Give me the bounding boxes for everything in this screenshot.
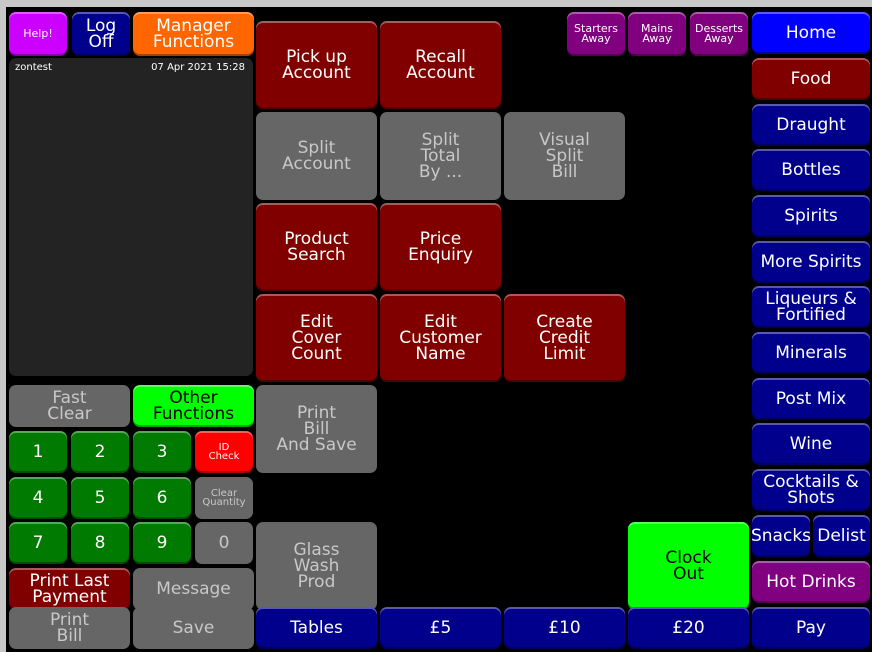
receipt-panel[interactable]: zontest 07 Apr 2021 15:28 — [9, 58, 253, 376]
category-cocktails-shots[interactable]: Cocktails & Shots — [752, 469, 870, 511]
key-7[interactable]: 7 — [9, 522, 67, 564]
edit-cover-count-button[interactable]: Edit Cover Count — [256, 294, 377, 382]
print-bill-button[interactable]: Print Bill — [9, 607, 130, 649]
log-off-button[interactable]: Log Off — [72, 12, 130, 56]
category-liqueurs-fortified[interactable]: Liqueurs & Fortified — [752, 286, 870, 328]
pay-button[interactable]: Pay — [752, 607, 870, 649]
mains-away-button[interactable]: Mains Away — [628, 12, 686, 56]
edit-customer-name-button[interactable]: Edit Customer Name — [380, 294, 501, 382]
id-check-button[interactable]: ID Check — [195, 431, 253, 473]
print-last-payment-button[interactable]: Print Last Payment — [9, 568, 130, 610]
category-post-mix[interactable]: Post Mix — [752, 378, 870, 420]
key-2[interactable]: 2 — [71, 431, 129, 473]
ten-pound-button[interactable]: £10 — [504, 607, 625, 649]
glass-wash-prod-button[interactable]: Glass Wash Prod — [256, 522, 377, 610]
category-spirits[interactable]: Spirits — [752, 195, 870, 237]
price-enquiry-button[interactable]: Price Enquiry — [380, 203, 501, 291]
tables-button[interactable]: Tables — [256, 607, 377, 649]
five-pound-button[interactable]: £5 — [380, 607, 501, 649]
key-3[interactable]: 3 — [133, 431, 191, 473]
category-minerals[interactable]: Minerals — [752, 332, 870, 374]
split-total-by-button[interactable]: Split Total By ... — [380, 112, 501, 200]
category-home[interactable]: Home — [752, 12, 870, 54]
create-credit-limit-button[interactable]: Create Credit Limit — [504, 294, 625, 382]
clear-quantity-button[interactable]: Clear Quantity — [195, 477, 253, 519]
twenty-pound-button[interactable]: £20 — [628, 607, 749, 649]
print-bill-and-save-button[interactable]: Print Bill And Save — [256, 385, 377, 473]
key-8[interactable]: 8 — [71, 522, 129, 564]
manager-functions-button[interactable]: Manager Functions — [133, 12, 254, 56]
key-4[interactable]: 4 — [9, 477, 67, 519]
recall-account-button[interactable]: Recall Account — [380, 21, 501, 109]
key-6[interactable]: 6 — [133, 477, 191, 519]
starters-away-button[interactable]: Starters Away — [567, 12, 625, 56]
visual-split-bill-button[interactable]: Visual Split Bill — [504, 112, 625, 200]
help-button[interactable]: Help! — [9, 12, 67, 56]
pos-screen: Help! Log Off Manager Functions zontest … — [6, 7, 872, 652]
key-1[interactable]: 1 — [9, 431, 67, 473]
desserts-away-button[interactable]: Desserts Away — [690, 12, 748, 56]
product-search-button[interactable]: Product Search — [256, 203, 377, 291]
category-draught[interactable]: Draught — [752, 104, 870, 146]
category-bottles[interactable]: Bottles — [752, 149, 870, 191]
clock-out-button[interactable]: Clock Out — [628, 522, 749, 610]
key-5[interactable]: 5 — [71, 477, 129, 519]
user-name: zontest — [15, 62, 52, 73]
category-snacks[interactable]: Snacks — [751, 515, 811, 557]
other-functions-button[interactable]: Other Functions — [133, 385, 254, 427]
date-time: 07 Apr 2021 15:28 — [151, 62, 245, 73]
key-0[interactable]: 0 — [195, 522, 253, 564]
category-wine[interactable]: Wine — [752, 423, 870, 465]
save-button[interactable]: Save — [133, 607, 254, 649]
key-9[interactable]: 9 — [133, 522, 191, 564]
pick-up-account-button[interactable]: Pick up Account — [256, 21, 377, 109]
delist-button[interactable]: Delist — [813, 515, 870, 557]
fast-clear-button[interactable]: Fast Clear — [9, 385, 130, 427]
category-food[interactable]: Food — [752, 58, 870, 100]
message-button[interactable]: Message — [133, 568, 254, 610]
split-account-button[interactable]: Split Account — [256, 112, 377, 200]
category-hot-drinks[interactable]: Hot Drinks — [752, 561, 870, 603]
category-more-spirits[interactable]: More Spirits — [752, 241, 870, 283]
